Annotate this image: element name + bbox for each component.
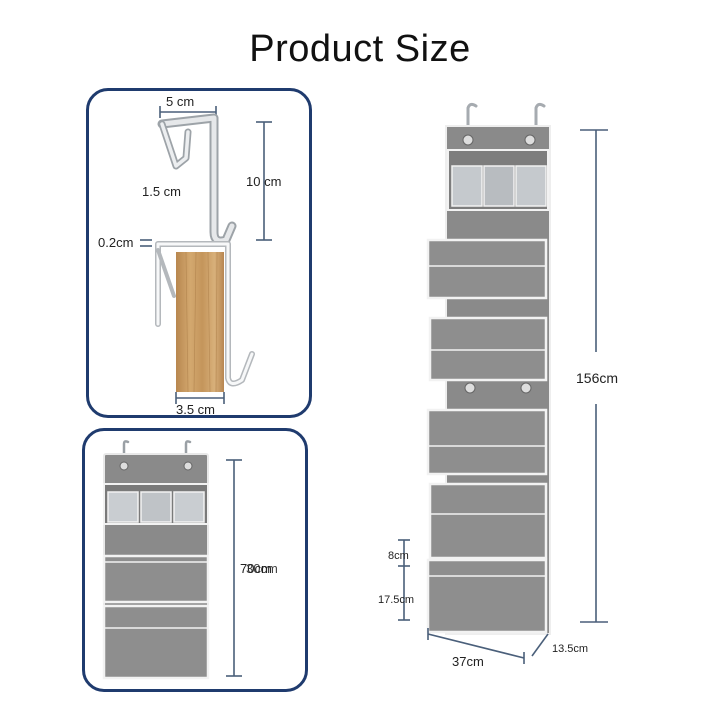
small-organizer-overlap-label: 30cm [246, 561, 278, 576]
main-depth-label: 13.5cm [552, 643, 589, 655]
hook-width-label: 5 cm [166, 94, 195, 109]
main-height-label: 156cm [576, 370, 619, 386]
small-organizer-size-label: 70cm [240, 561, 272, 576]
pocket-gap-label: 8cm [388, 550, 409, 562]
hook-depth-label: 1.5 cm [142, 184, 182, 199]
pocket-height-label: 17.5cm [378, 594, 415, 606]
main-width-label: 37cm [452, 654, 484, 669]
door-width-label: 3.5 cm [176, 402, 216, 417]
hook-thickness-label: 0.2cm [98, 235, 134, 250]
hook-height-label: 10 cm [246, 174, 282, 189]
page-title: Product Size [249, 28, 471, 70]
